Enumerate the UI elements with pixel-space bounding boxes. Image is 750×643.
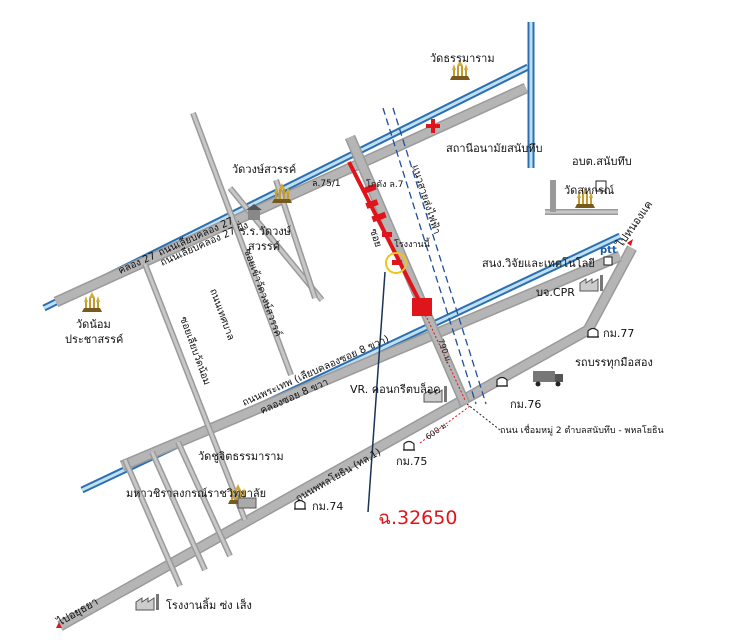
label-wat-wong-sawan: วัดวงษ์สวรรค์	[232, 163, 296, 176]
deed-number-label: ฉ.32650	[378, 507, 457, 529]
label-soi-vert-2: ซอยเข้าวัดวงษ์สวรรค์	[241, 247, 284, 338]
label-vr-concrete: VR. คอนกรีตบล็อค	[350, 382, 441, 396]
university-icon	[237, 497, 257, 509]
label-km-75: กม.75	[396, 455, 427, 468]
label-school-2: สวรรค์	[248, 240, 280, 253]
deed-pointer	[367, 271, 386, 513]
label-km-77: กม.77	[603, 327, 634, 340]
office-icon	[595, 180, 607, 192]
factory-icon	[135, 593, 160, 611]
label-red-soi: ซอย	[367, 228, 383, 249]
km-post-icon	[402, 440, 416, 451]
ptt-station-icon: ptt	[600, 245, 617, 266]
factory-icon	[579, 274, 604, 292]
temple-icon	[81, 291, 103, 313]
school-icon	[246, 204, 262, 220]
label-wat-noi-1: วัดน้อม	[76, 318, 111, 331]
red-cross-icon	[426, 119, 440, 133]
distance-lines	[419, 317, 501, 444]
label-cpr: บจ.CPR	[536, 286, 575, 299]
label-soi-vert-1: ถนนเทศบาล	[207, 287, 236, 342]
label-warehouse: โกดัง ล.7	[366, 179, 404, 190]
label-health-station: สถานีอนามัยสนับทึบ	[446, 142, 543, 155]
road-phahonyothin	[57, 245, 637, 631]
km-post-icon	[586, 327, 600, 338]
km-post-icon	[495, 376, 509, 387]
soi-roads	[122, 111, 618, 588]
label-km-76: กม.76	[510, 398, 541, 411]
label-power-line: แนวสายส่งไฟฟ้า	[409, 163, 443, 235]
label-wat-chu-chit: วัดชูจิตธรรมาราม	[198, 450, 284, 463]
label-road-phraphet: ถนนพระเทพ (เลียบคลองซอย 8 ขวา)	[240, 333, 391, 409]
label-wat-thammaram: วัดธรรมาราม	[430, 52, 495, 65]
label-abt-office: อบต.สนับทึบ	[572, 155, 632, 168]
label-to-nong-khae: ไปหนองแค	[613, 198, 655, 250]
power-line	[382, 107, 487, 405]
label-school-1: ร.ร.วัดวงษ์	[240, 225, 291, 238]
label-link-road: ถนน เชื่อมหมู่ 2 ตำบลสนับทึบ - พหลโยธิน	[500, 423, 664, 436]
label-wat-noi-2: ประชาสรรค์	[65, 333, 123, 346]
label-factory-bottom: โรงงานลิ้ม ซ่ง เส็ง	[166, 597, 252, 612]
label-tech-college: สนง.วิจัยและเทคโนโลยี	[482, 256, 595, 270]
label-km-74: กม.74	[312, 500, 343, 513]
label-soi-vert-1b: ซอยเลียบวัดน้อม	[177, 315, 213, 387]
truck-icon	[533, 371, 563, 387]
svg-text:ptt: ptt	[600, 245, 617, 256]
highlighted-plots	[347, 161, 432, 317]
arrow-icon	[627, 239, 633, 246]
road-phraphet	[119, 250, 623, 472]
label-university: มหาวชิราลงกรณ์ราชวิทยาลัย	[126, 487, 266, 500]
label-used-trucks: รถบรรทุกมือสอง	[575, 356, 653, 369]
label-lane-75: ล.75/1	[312, 179, 341, 189]
label-factory-marker: โรงงานนี้	[394, 237, 430, 250]
arrow-icon	[56, 622, 62, 628]
road-khlong-27	[53, 82, 529, 308]
label-wat-sahakorn: วัดสหกรณ์	[564, 184, 614, 197]
